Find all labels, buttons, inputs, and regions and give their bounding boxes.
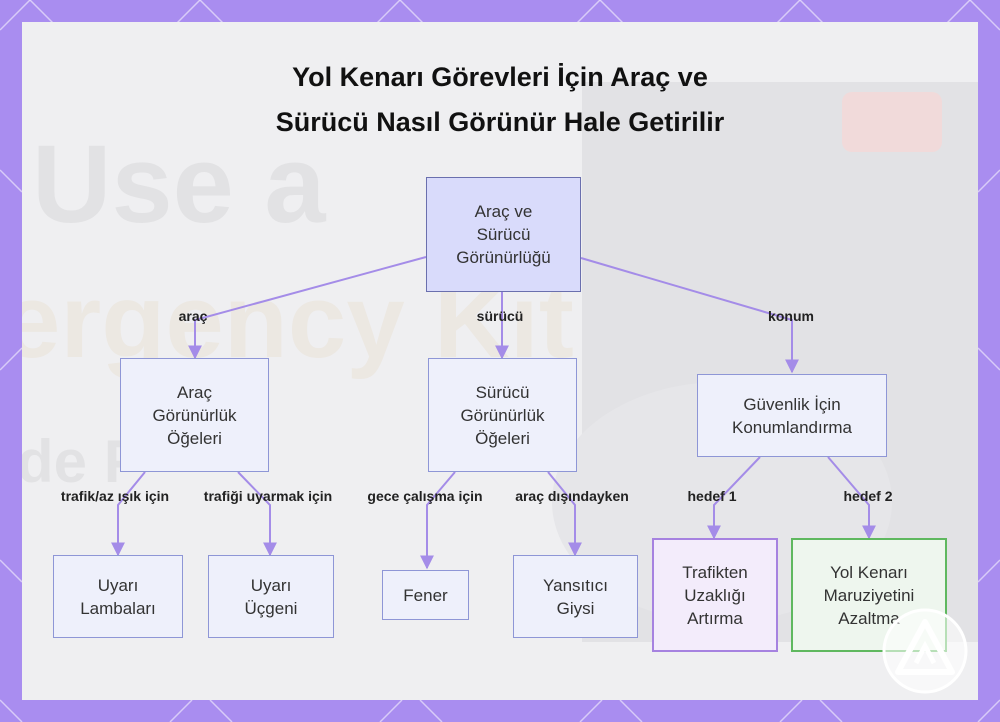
watermark-logo-icon bbox=[882, 608, 968, 694]
edge-vehicle-lights bbox=[111, 471, 146, 557]
edge-position-distance bbox=[707, 456, 761, 540]
edge-label-hazard-lights: trafik/az ışık için bbox=[60, 488, 170, 504]
node-vehicle-visibility: Araç Görünürlük Öğeleri bbox=[120, 358, 269, 472]
page-title-line-2: Sürücü Nasıl Görünür Hale Getirilir bbox=[275, 107, 725, 137]
background-text-line-1: Use a bbox=[32, 123, 326, 246]
node-safety-positioning: Güvenlik İçin Konumlandırma bbox=[697, 374, 887, 457]
edge-label-flashlight: gece çalışma için bbox=[367, 488, 483, 504]
node-root: Araç ve Sürücü Görünürlüğü bbox=[426, 177, 581, 292]
node-driver-visibility: Sürücü Görünürlük Öğeleri bbox=[428, 358, 577, 472]
edge-driver-vest bbox=[547, 471, 582, 557]
edge-label-vehicle: araç bbox=[178, 308, 208, 324]
edge-label-vest: araç dışındayken bbox=[515, 488, 629, 504]
edge-label-position: konum bbox=[768, 308, 814, 324]
node-increase-distance: Trafikten Uzaklığı Artırma bbox=[652, 538, 778, 652]
edge-label-triangle: trafiği uyarmak için bbox=[203, 488, 333, 504]
edge-label-goal-1: hedef 1 bbox=[687, 488, 737, 504]
edge-root-position bbox=[580, 257, 799, 374]
page-title-line-1: Yol Kenarı Görevleri İçin Araç ve bbox=[292, 62, 708, 92]
edge-root-vehicle bbox=[188, 256, 427, 360]
edge-label-driver: sürücü bbox=[476, 308, 524, 324]
edge-label-goal-2: hedef 2 bbox=[843, 488, 893, 504]
node-hazard-lights: Uyarı Lambaları bbox=[53, 555, 183, 638]
edge-vehicle-triangle bbox=[237, 471, 277, 557]
node-reflective-vest: Yansıtıcı Giysi bbox=[513, 555, 638, 638]
edge-position-exposure bbox=[827, 456, 876, 540]
edge-driver-flashlight bbox=[420, 471, 456, 570]
node-flashlight: Fener bbox=[382, 570, 469, 620]
node-warning-triangle: Uyarı Üçgeni bbox=[208, 555, 334, 638]
